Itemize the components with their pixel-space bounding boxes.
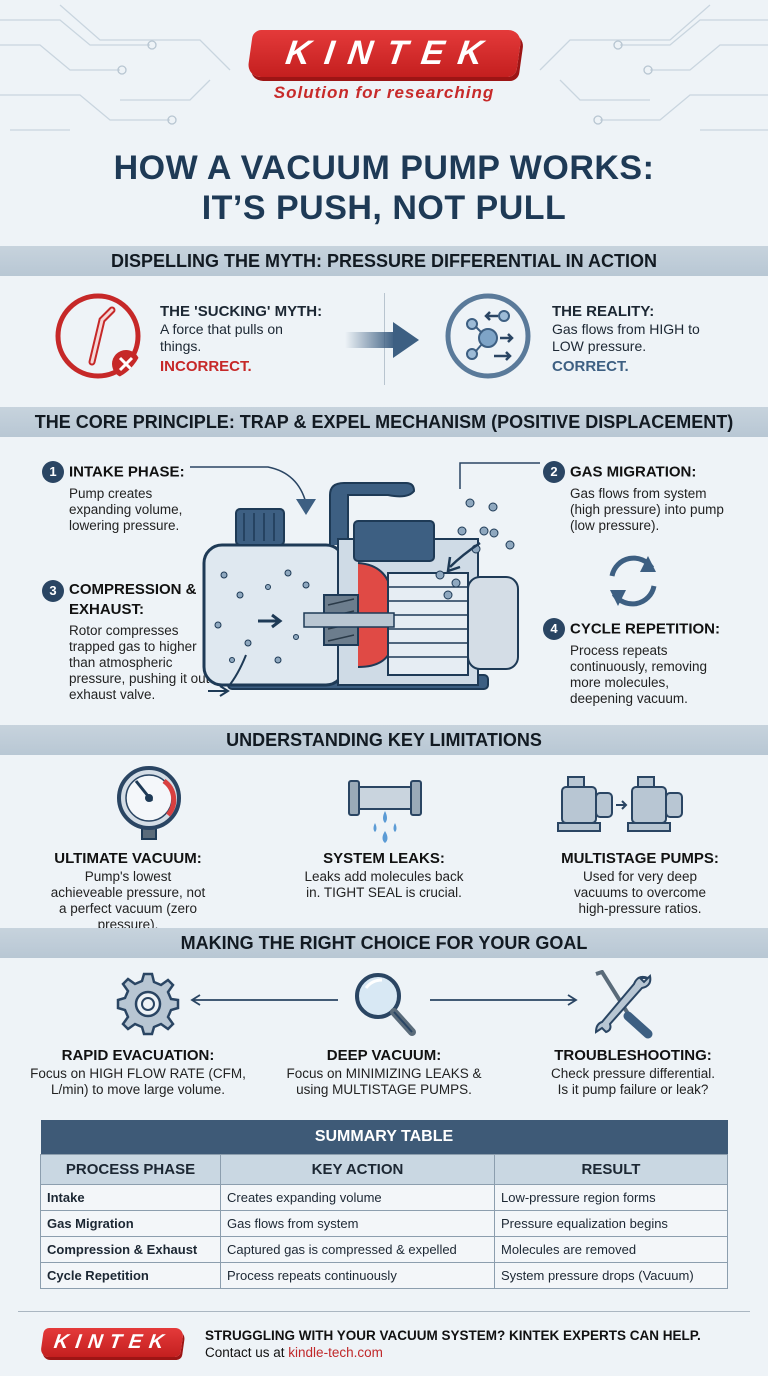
- step-gas-migration: 2 GAS MIGRATION: Gas flows from system (h…: [543, 461, 733, 534]
- limit-desc: Used for very deep vacuums to overcome h…: [573, 869, 707, 916]
- choice-title: RAPID EVACUATION:: [61, 1047, 215, 1064]
- choice-title: DEEP VACUUM:: [326, 1047, 442, 1064]
- gear-icon: [116, 972, 180, 1036]
- choice-troubleshooting: TROUBLESHOOTING: Check pressure differen…: [505, 1047, 761, 1098]
- limit-desc: Leaks add molecules back in. TIGHT SEAL …: [304, 869, 464, 900]
- leaking-pipe-icon: [348, 780, 422, 843]
- arrow-right-icon: [345, 322, 419, 358]
- tools-icon: [594, 970, 653, 1039]
- choice-desc: Check pressure differential. Is it pump …: [550, 1066, 716, 1097]
- myth-vs-reality: THE 'SUCKING' MYTH: A force that pulls o…: [0, 285, 768, 395]
- limit-title: MULTISTAGE PUMPS:: [561, 850, 719, 867]
- section-header-limitations: UNDERSTANDING KEY LIMITATIONS: [0, 725, 768, 755]
- step-desc: Gas flows from system (high pressure) in…: [570, 486, 724, 533]
- table-row: Compression & Exhaust Captured gas is co…: [40, 1235, 728, 1263]
- step-title: COMPRESSION & EXHAUST:: [69, 581, 197, 618]
- footer-kintek-logo[interactable]: KINTEK: [39, 1328, 185, 1357]
- table-caption: SUMMARY TABLE: [40, 1120, 728, 1154]
- reality-desc: Gas flows from HIGH to LOW pressure.: [552, 321, 700, 354]
- col-header: KEY ACTION: [220, 1153, 495, 1185]
- limit-desc: Pump's lowest achieveable pressure, not …: [50, 869, 206, 932]
- cell: Molecules are removed: [494, 1235, 728, 1263]
- cell: Gas Migration: [40, 1209, 221, 1237]
- myth-verdict: INCORRECT.: [160, 358, 252, 375]
- step-desc: Rotor compresses trapped gas to higher t…: [69, 623, 210, 702]
- step-number: 3: [42, 580, 64, 602]
- pressure-gauge-icon: [117, 766, 181, 840]
- cell: Cycle Repetition: [40, 1261, 221, 1289]
- table-row: Cycle Repetition Process repeats continu…: [40, 1261, 728, 1289]
- reality-verdict: CORRECT.: [552, 358, 629, 375]
- circuit-background: [0, 4, 768, 131]
- footer-cta: STRUGGLING WITH YOUR VACUUM SYSTEM? KINT…: [205, 1328, 701, 1343]
- section-header-myth: DISPELLING THE MYTH: PRESSURE DIFFERENTI…: [0, 246, 768, 276]
- choice-desc: Focus on MINIMIZING LEAKS & using MULTIS…: [286, 1066, 482, 1097]
- reality-title: THE REALITY:: [552, 303, 655, 320]
- footer-divider: [18, 1311, 750, 1312]
- step-title: INTAKE PHASE:: [69, 463, 185, 481]
- summary-table: SUMMARY TABLE PROCESS PHASE KEY ACTION R…: [40, 1120, 728, 1289]
- step-intake: 1 INTAKE PHASE: Pump creates expanding vo…: [42, 461, 212, 534]
- vacuum-pump-diagram: [190, 462, 540, 697]
- step-desc: Process repeats continuously, removing m…: [570, 643, 708, 706]
- cell: Low-pressure region forms: [494, 1183, 728, 1211]
- cell: Pressure equalization begins: [494, 1209, 728, 1237]
- limit-ultimate-vacuum: ULTIMATE VACUUM: Pump's lowest achieveab…: [0, 850, 256, 933]
- choice-rapid-evacuation: RAPID EVACUATION: Focus on HIGH FLOW RAT…: [10, 1047, 266, 1098]
- magnifier-icon: [355, 973, 416, 1036]
- brand-tagline: Solution for researching: [273, 83, 495, 102]
- arrow-left-icon: [190, 994, 338, 1006]
- cell: Gas flows from system: [220, 1209, 495, 1237]
- table-row: Gas Migration Gas flows from system Pres…: [40, 1209, 728, 1237]
- limit-title: SYSTEM LEAKS:: [323, 850, 445, 867]
- multistage-pumps-icon: [557, 776, 683, 832]
- section-header-choice: MAKING THE RIGHT CHOICE FOR YOUR GOAL: [0, 928, 768, 958]
- title-line-2: IT’S PUSH, NOT PULL: [201, 189, 567, 227]
- step-number: 4: [543, 618, 565, 640]
- col-header: PROCESS PHASE: [40, 1153, 221, 1185]
- page-title: HOW A VACUUM PUMP WORKS: IT’S PUSH, NOT …: [0, 148, 768, 228]
- col-header: RESULT: [494, 1153, 728, 1185]
- molecules-flow-icon: [445, 293, 531, 379]
- cell: Intake: [40, 1183, 221, 1211]
- straw-x-icon: [55, 293, 141, 379]
- step-number: 1: [42, 461, 64, 483]
- step-cycle: 4 CYCLE REPETITION: Process repeats conti…: [543, 618, 733, 707]
- choice-title: TROUBLESHOOTING:: [554, 1047, 712, 1064]
- title-line-1: HOW A VACUUM PUMP WORKS:: [113, 149, 655, 187]
- cell: Captured gas is compressed & expelled: [220, 1235, 495, 1263]
- header-logo-block: KINTEK Solution for researching: [0, 30, 768, 103]
- step-title: GAS MIGRATION:: [570, 463, 697, 481]
- step-desc: Pump creates expanding volume, lowering …: [69, 486, 183, 533]
- myth-title: THE 'SUCKING' MYTH:: [160, 303, 323, 320]
- arrow-right-icon: [430, 994, 578, 1006]
- cell: System pressure drops (Vacuum): [494, 1261, 728, 1289]
- cycle-arrows-icon: [609, 555, 657, 607]
- limit-title: ULTIMATE VACUUM:: [54, 850, 202, 867]
- footer-contact: Contact us at kindle-tech.com: [205, 1345, 383, 1360]
- contact-prefix: Contact us at: [205, 1345, 289, 1360]
- cell: Compression & Exhaust: [40, 1235, 221, 1263]
- kintek-logo[interactable]: KINTEK: [246, 30, 522, 77]
- table-row: Intake Creates expanding volume Low-pres…: [40, 1183, 728, 1211]
- limit-system-leaks: SYSTEM LEAKS: Leaks add molecules back i…: [256, 850, 512, 901]
- cell: Process repeats continuously: [220, 1261, 495, 1289]
- section-header-core: THE CORE PRINCIPLE: TRAP & EXPEL MECHANI…: [0, 407, 768, 437]
- choice-desc: Focus on HIGH FLOW RATE (CFM, L/min) to …: [30, 1066, 246, 1097]
- cell: Creates expanding volume: [220, 1183, 495, 1211]
- choice-deep-vacuum: DEEP VACUUM: Focus on MINIMIZING LEAKS &…: [256, 1047, 512, 1098]
- step-number: 2: [543, 461, 565, 483]
- step-title: CYCLE REPETITION:: [570, 620, 721, 638]
- website-link[interactable]: kindle-tech.com: [288, 1345, 383, 1360]
- myth-desc: A force that pulls on things.: [160, 321, 283, 354]
- limit-multistage-pumps: MULTISTAGE PUMPS: Used for very deep vac…: [512, 850, 768, 917]
